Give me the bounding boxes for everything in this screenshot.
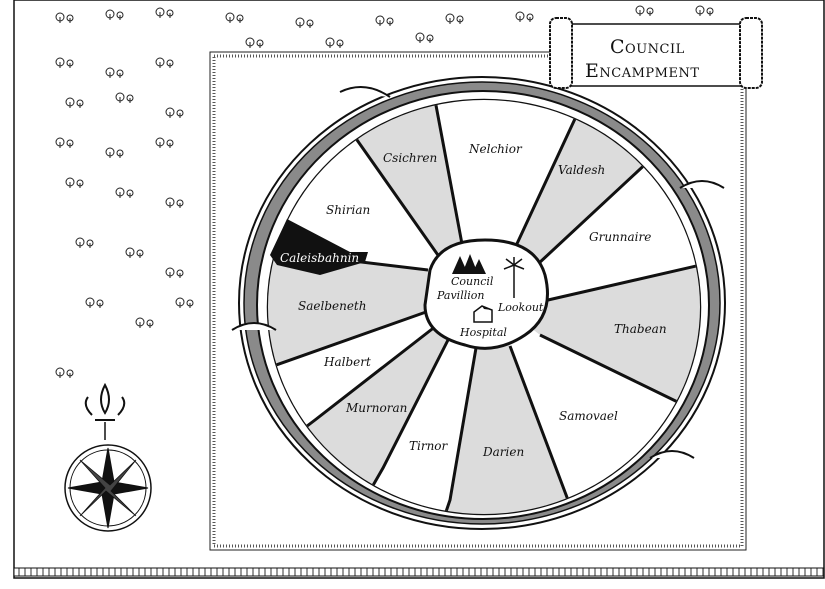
lookout-label: Lookout (497, 301, 544, 314)
sector-label-thabean: Thabean (614, 322, 667, 336)
tree-icon (155, 137, 174, 148)
tree-icon (445, 13, 464, 24)
title-cartouche: Council Encampment (549, 17, 763, 89)
sector-labels: Csichren Nelchior Valdesh Grunnaire Thab… (298, 142, 667, 459)
sector-label-darien: Darien (482, 445, 524, 459)
fleur-de-lis-icon (84, 382, 126, 421)
tree-icon (85, 297, 104, 308)
tree-icon (105, 9, 124, 20)
sector-label-shirian: Shirian (326, 203, 370, 217)
sector-label-grunnaire: Grunnaire (589, 230, 651, 244)
tree-icon (125, 247, 144, 258)
tree-icon (115, 187, 134, 198)
bridge-icon (679, 180, 725, 189)
tree-icon (55, 137, 74, 148)
tree-icon (105, 67, 124, 78)
tree-icon (135, 317, 154, 328)
sector-label-samovael: Samovael (559, 409, 618, 423)
tree-icon (295, 17, 314, 28)
sector-label-murnoran: Murnoran (345, 401, 407, 415)
tree-icon (375, 15, 394, 26)
palm-tree-icon (503, 257, 525, 298)
tree-icon (115, 92, 134, 103)
bridge-icon (339, 86, 391, 98)
sector-darien[interactable] (436, 292, 602, 540)
hospital-label: Hospital (459, 326, 507, 339)
tree-icon (175, 297, 194, 308)
sector-label-saelbeneth: Saelbeneth (298, 299, 366, 313)
tree-icon (165, 197, 184, 208)
map-title-line2: Encampment (585, 60, 699, 82)
tree-icon (65, 97, 84, 108)
sector-label-valdesh: Valdesh (558, 163, 605, 177)
tree-icon (245, 37, 264, 48)
highlighted-sector-banner[interactable]: Caleisbahnin (270, 219, 368, 275)
bridge-icon (231, 322, 277, 331)
map-title-line1: Council (610, 36, 685, 58)
tree-icon (325, 37, 344, 48)
outer-border (13, 0, 825, 579)
sector-boundary (414, 100, 464, 245)
tree-icon (155, 7, 174, 18)
sector-label-tirnor: Tirnor (409, 439, 449, 453)
tree-icon (105, 147, 124, 158)
sector-boundary (268, 231, 429, 272)
sector-boundary (341, 339, 450, 514)
sector-label-halbert: Halbert (323, 355, 371, 369)
sector-boundary (547, 251, 700, 302)
tree-icon (55, 12, 74, 23)
tree-icon (55, 57, 74, 68)
sector-label-csichren: Csichren (383, 151, 437, 165)
council-pavillion-label: Council (451, 275, 494, 288)
bridge-icon (649, 450, 695, 459)
tree-icon (165, 267, 184, 278)
sector-nelchior[interactable] (415, 60, 619, 292)
tree-icon (55, 367, 74, 378)
forest-decoration (55, 5, 714, 378)
sector-boundary (434, 347, 478, 514)
tree-icon (65, 177, 84, 188)
tree-icon (165, 107, 184, 118)
tree-icon (515, 11, 534, 22)
tree-icon (225, 12, 244, 23)
sector-label-nelchior: Nelchior (468, 142, 523, 156)
bridges (231, 86, 725, 459)
sector-boundary (268, 310, 427, 403)
tree-icon (155, 57, 174, 68)
sector-saelbeneth[interactable] (215, 233, 484, 402)
tree-icon (415, 32, 434, 43)
hospital-icon (473, 305, 493, 323)
tree-icon (695, 5, 714, 16)
tree-icon (635, 5, 654, 16)
tent-icon (452, 254, 486, 274)
sector-label-caleisbahnin: Caleisbahnin (280, 251, 359, 265)
tree-icon (75, 237, 94, 248)
compass-rose-icon (64, 382, 152, 532)
central-hub: Council Pavillion Lookout Hospital (423, 238, 549, 350)
council-pavillion-label-2: Pavillion (436, 289, 484, 302)
